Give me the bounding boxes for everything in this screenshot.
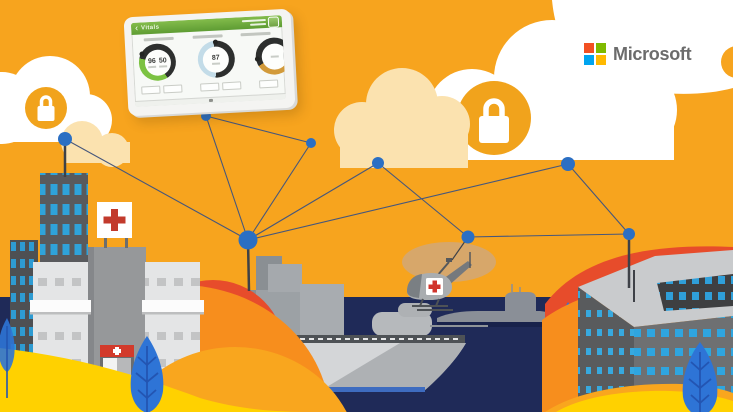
scroll-dot	[208, 99, 213, 102]
patient-avatar	[267, 15, 280, 28]
gauge-value: 87	[211, 53, 220, 62]
submarine	[437, 284, 561, 327]
network-node-ship-hub	[238, 230, 258, 250]
tablet-screen: ‹ Vitals 96 50	[130, 15, 287, 107]
lock-icon	[25, 87, 67, 129]
gauge-label-bar	[192, 34, 223, 39]
network-link	[64, 138, 249, 241]
reading-input[interactable]	[200, 82, 220, 92]
reading-input[interactable]	[141, 85, 161, 95]
tree-building-front	[682, 342, 718, 412]
tree-hospital-front	[130, 336, 164, 412]
network-link	[467, 233, 630, 238]
microsoft-logo-text: Microsoft	[613, 43, 692, 64]
reading-input[interactable]	[259, 79, 279, 89]
cloud-cream-center	[334, 68, 470, 168]
cloud-left	[0, 56, 130, 167]
microsoft-logo: Microsoft	[584, 43, 692, 65]
patient-info	[241, 19, 267, 26]
gauge-pulse: 87	[196, 39, 236, 79]
medical-helicopter	[402, 242, 496, 311]
network-link	[567, 163, 630, 235]
patient-name-line	[241, 19, 266, 23]
iot-network	[58, 111, 635, 292]
network-node-building	[623, 228, 635, 240]
network-link	[247, 162, 379, 241]
screen-title: Vitals	[140, 24, 160, 32]
landing-skids	[412, 298, 453, 311]
lock-icon	[457, 81, 531, 155]
screen-footer	[134, 93, 287, 107]
network-node-cloud-left	[58, 132, 72, 146]
medical-cross-icon	[426, 278, 443, 295]
vitals-gauges: 96 50 87	[132, 36, 287, 82]
gauge-label-bar	[240, 31, 271, 37]
microsoft-logo-squares	[584, 43, 606, 65]
gauge-label-bar	[143, 36, 174, 42]
network-link	[205, 115, 312, 144]
gauge-blood-pressure: 96 50	[137, 42, 177, 82]
network-node-mid	[306, 138, 316, 148]
medical-cross-icon	[113, 347, 121, 355]
network-link	[247, 142, 312, 241]
cloud-main	[334, 20, 677, 168]
medical-tablet-device: ‹ Vitals 96 50	[123, 8, 296, 117]
back-chevron-icon[interactable]: ‹	[134, 22, 139, 33]
medical-cross-icon	[103, 209, 126, 231]
tree-far-left	[0, 318, 15, 398]
microsoft-logo-square	[596, 55, 606, 65]
gauge-value: 96	[147, 57, 157, 65]
gauge-third	[254, 36, 287, 76]
gauge-value: 50	[158, 56, 167, 65]
network-node-cloud-main-right	[561, 157, 575, 171]
network-node-tablet	[201, 111, 211, 121]
microsoft-logo-square	[584, 55, 594, 65]
reading-input[interactable]	[163, 84, 183, 94]
microsoft-logo-square	[584, 43, 594, 53]
microsoft-logo-square	[596, 43, 606, 53]
cloud-cream-small	[61, 121, 130, 167]
network-node-cloud-main-left	[372, 157, 384, 169]
patient-id-line	[250, 22, 267, 26]
network-link	[205, 115, 249, 241]
reading-input[interactable]	[222, 81, 242, 91]
hill-yellow-left	[0, 348, 310, 412]
network-link	[247, 163, 569, 241]
network-node-helicopter	[461, 230, 475, 244]
helipad-sign	[97, 202, 132, 248]
network-link	[377, 162, 469, 238]
